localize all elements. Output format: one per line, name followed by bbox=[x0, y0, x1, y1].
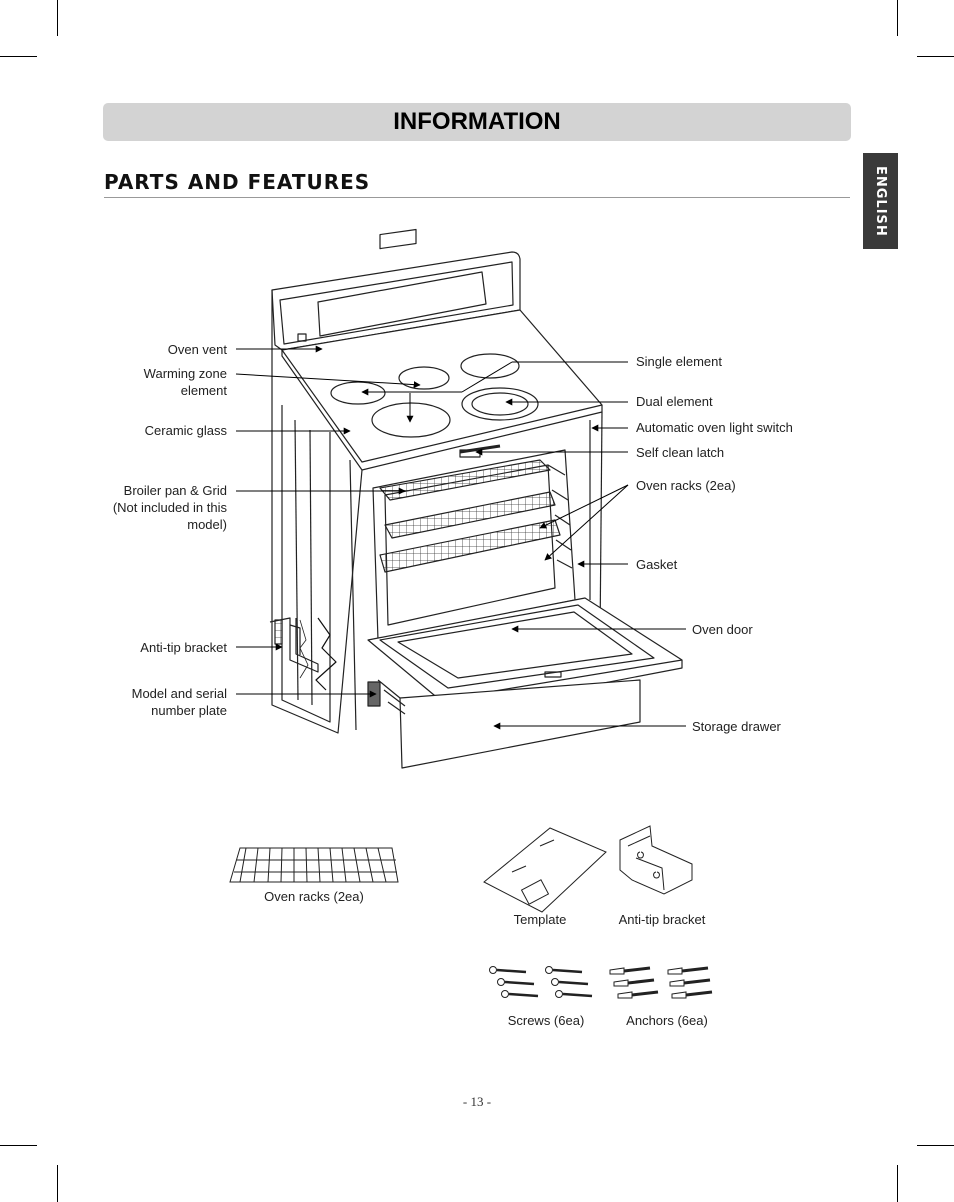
label-dual-element: Dual element bbox=[636, 394, 713, 409]
label-warming-zone-line1: Warming zone bbox=[143, 366, 227, 381]
warming-zone-element bbox=[398, 366, 450, 390]
accessory-template bbox=[483, 827, 607, 913]
accessory-anti-tip-bracket bbox=[619, 825, 693, 895]
oven-cavity bbox=[372, 444, 576, 641]
left-front-element bbox=[371, 402, 451, 438]
label-warming-zone: Warming zone element bbox=[144, 365, 227, 399]
crop-mark bbox=[57, 0, 58, 36]
label-oven-vent: Oven vent bbox=[167, 342, 227, 357]
crop-mark bbox=[897, 0, 898, 36]
broiler-pan bbox=[379, 459, 551, 501]
information-banner: INFORMATION bbox=[103, 103, 851, 141]
crop-mark bbox=[0, 1145, 37, 1146]
accessory-anchors bbox=[609, 966, 714, 1000]
crop-mark bbox=[897, 1165, 898, 1202]
label-oven-door: Oven door bbox=[692, 622, 753, 637]
crop-mark bbox=[917, 56, 954, 57]
label-model-serial-line2: number plate bbox=[151, 703, 227, 718]
dual-element-outer bbox=[461, 387, 539, 421]
crop-mark bbox=[0, 56, 37, 57]
crop-mark bbox=[917, 1145, 954, 1146]
language-tab-label: ENGLISH bbox=[873, 165, 888, 237]
caption-template: Template bbox=[513, 912, 567, 927]
label-single-element: Single element bbox=[636, 354, 722, 369]
label-broiler-pan: Broiler pan & Grid (Not included in this… bbox=[113, 482, 227, 533]
label-ceramic-glass: Ceramic glass bbox=[144, 423, 227, 438]
accessory-oven-rack bbox=[229, 847, 399, 883]
label-broiler-line2: (Not included in this bbox=[112, 500, 227, 515]
label-gasket: Gasket bbox=[636, 557, 678, 572]
label-warming-zone-line2: element bbox=[180, 383, 227, 398]
display-window bbox=[379, 228, 417, 250]
label-light-switch: Automatic oven light switch bbox=[636, 420, 793, 435]
caption-anti-tip-bracket: Anti-tip bracket bbox=[618, 912, 706, 927]
label-anti-tip-bracket: Anti-tip bracket bbox=[140, 640, 227, 655]
control-knob bbox=[297, 333, 307, 342]
range-body bbox=[271, 290, 603, 734]
caption-screws: Screws (6ea) bbox=[507, 1013, 585, 1028]
label-oven-racks: Oven racks (2ea) bbox=[636, 478, 736, 493]
section-title: PARTS AND FEATURES bbox=[104, 170, 371, 194]
label-self-clean-latch: Self clean latch bbox=[636, 445, 725, 460]
storage-drawer bbox=[377, 679, 641, 769]
oven-rack-lower bbox=[379, 519, 561, 573]
left-rear-element bbox=[330, 381, 386, 405]
label-storage-drawer: Storage drawer bbox=[692, 719, 781, 734]
anti-tip-bracket-illustration bbox=[269, 617, 337, 691]
label-model-serial-line1: Model and serial bbox=[131, 686, 227, 701]
label-model-serial: Model and serial number plate bbox=[132, 685, 227, 719]
section-rule bbox=[104, 197, 850, 198]
page-number: - 13 - bbox=[462, 1094, 492, 1109]
language-tab[interactable]: ENGLISH bbox=[863, 153, 898, 249]
accessory-screws bbox=[489, 965, 594, 999]
label-broiler-line3: model) bbox=[187, 517, 227, 532]
backguard bbox=[271, 228, 521, 351]
single-element bbox=[460, 353, 520, 379]
caption-oven-racks: Oven racks (2ea) bbox=[264, 889, 364, 904]
caption-anchors: Anchors (6ea) bbox=[626, 1013, 708, 1028]
label-broiler-line1: Broiler pan & Grid bbox=[123, 483, 227, 498]
dual-element-inner bbox=[471, 392, 529, 416]
crop-mark bbox=[57, 1165, 58, 1202]
oven-rack-upper bbox=[384, 491, 556, 539]
